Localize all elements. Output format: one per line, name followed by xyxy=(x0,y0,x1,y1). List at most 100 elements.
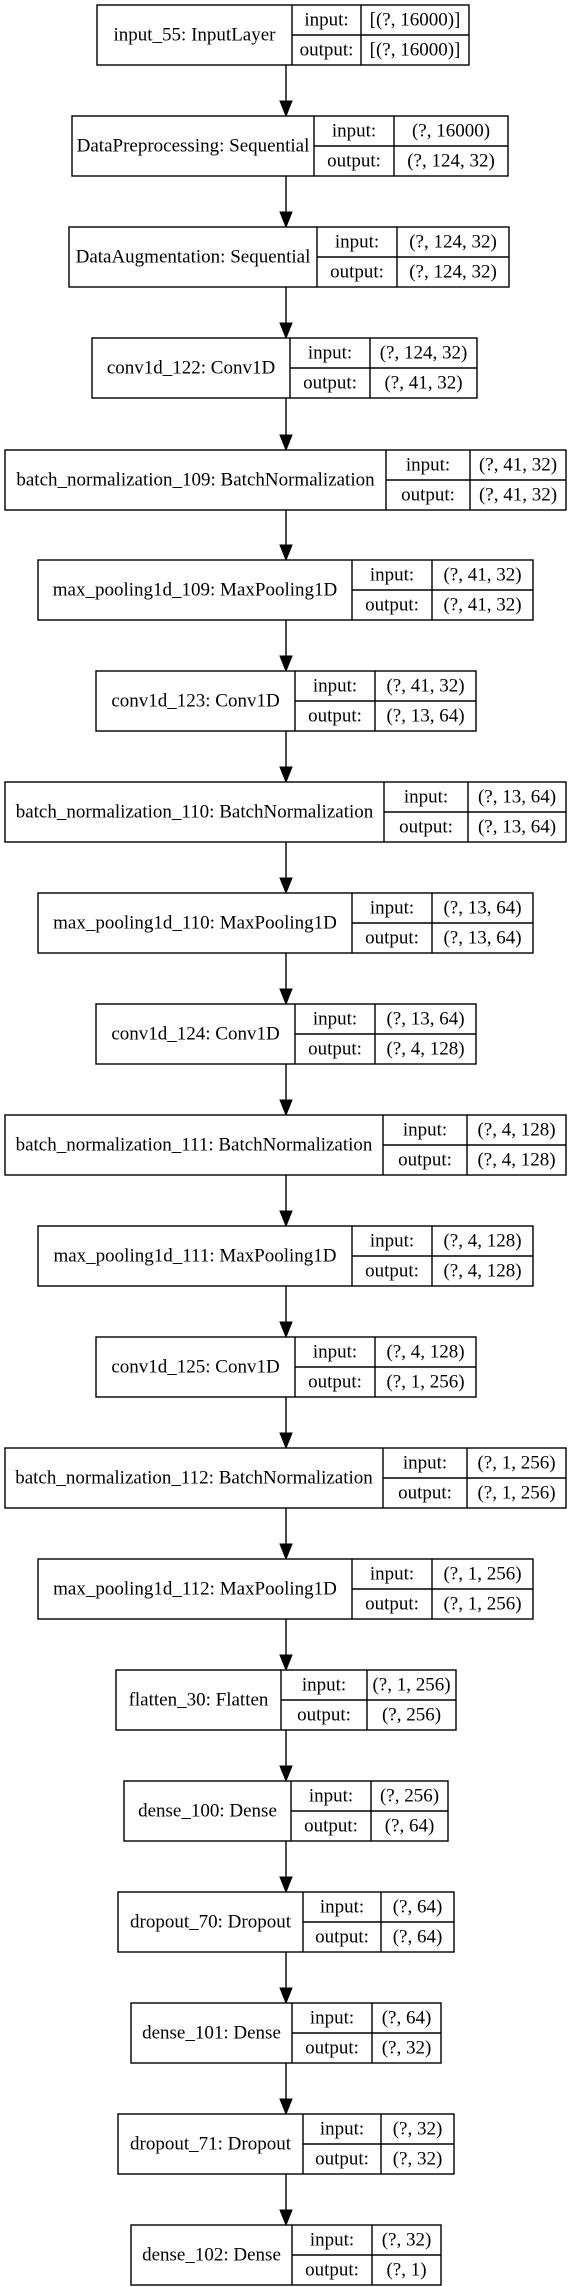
arrowhead-icon xyxy=(279,2098,293,2116)
arrowhead-icon xyxy=(279,1432,293,1450)
input-port-label: input: xyxy=(320,2119,364,2140)
edge-arrow xyxy=(279,287,293,340)
input-shape: (?, 64) xyxy=(382,2008,432,2029)
input-port-label: input: xyxy=(309,1786,353,1807)
layer-node-batch-normalization-112: batch_normalization_112: BatchNormalizat… xyxy=(4,1447,567,1509)
edge-arrow xyxy=(279,1952,293,2005)
output-shape: [(?, 16000)] xyxy=(370,40,461,61)
layer-box xyxy=(4,1447,567,1509)
input-port-label: input: xyxy=(304,10,348,31)
input-port-label: input: xyxy=(403,1453,447,1474)
layer-name: dense_100: Dense xyxy=(138,1801,277,1822)
output-port-label: output: xyxy=(365,1261,419,1282)
layer-name: batch_normalization_111: BatchNormalizat… xyxy=(16,1135,373,1156)
edge-arrow xyxy=(279,1064,293,1117)
layer-name: DataAugmentation: Sequential xyxy=(76,247,311,268)
arrowhead-icon xyxy=(279,2209,293,2227)
input-shape: (?, 13, 64) xyxy=(478,787,556,808)
input-shape: (?, 16000) xyxy=(412,121,490,142)
output-port-label: output: xyxy=(308,706,362,727)
input-port-label: input: xyxy=(313,1009,357,1030)
output-shape: (?, 13, 64) xyxy=(478,817,556,838)
output-shape: (?, 124, 32) xyxy=(409,262,497,283)
input-shape: (?, 41, 32) xyxy=(479,455,557,476)
edge-arrow xyxy=(279,1619,293,1672)
input-port-label: input: xyxy=(308,343,352,364)
output-shape: (?, 64) xyxy=(385,1816,435,1837)
input-shape: (?, 124, 32) xyxy=(380,343,468,364)
output-port-label: output: xyxy=(300,40,354,61)
layer-node-max-pooling1d-111: max_pooling1d_111: MaxPooling1Dinput:out… xyxy=(37,1225,534,1287)
layer-name: batch_normalization_110: BatchNormalizat… xyxy=(16,802,374,823)
layer-name: max_pooling1d_112: MaxPooling1D xyxy=(53,1579,337,1600)
edge-arrow xyxy=(279,176,293,229)
layer-name: input_55: InputLayer xyxy=(114,25,277,46)
output-shape: (?, 13, 64) xyxy=(386,706,464,727)
edge-arrow xyxy=(279,842,293,895)
output-shape: (?, 256) xyxy=(382,1705,441,1726)
layer-name: conv1d_124: Conv1D xyxy=(111,1024,279,1045)
input-shape: (?, 4, 128) xyxy=(477,1120,555,1141)
edge-arrow xyxy=(279,1730,293,1783)
output-port-label: output: xyxy=(399,817,453,838)
output-port-label: output: xyxy=(398,1483,452,1504)
arrowhead-icon xyxy=(279,1765,293,1783)
output-port-label: output: xyxy=(297,1705,351,1726)
input-shape: (?, 13, 64) xyxy=(443,898,521,919)
arrowhead-icon xyxy=(279,434,293,452)
arrowhead-icon xyxy=(279,1210,293,1228)
layer-node-max-pooling1d-109: max_pooling1d_109: MaxPooling1Dinput:out… xyxy=(37,559,534,621)
input-shape: (?, 64) xyxy=(393,1897,443,1918)
input-port-label: input: xyxy=(332,121,376,142)
output-shape: (?, 124, 32) xyxy=(407,151,495,172)
arrowhead-icon xyxy=(279,100,293,118)
layer-node-batch-normalization-111: batch_normalization_111: BatchNormalizat… xyxy=(4,1114,567,1176)
output-port-label: output: xyxy=(330,262,384,283)
output-shape: (?, 64) xyxy=(393,1927,443,1948)
arrowhead-icon xyxy=(279,1321,293,1339)
layer-name: flatten_30: Flatten xyxy=(129,1690,269,1711)
layer-name: max_pooling1d_109: MaxPooling1D xyxy=(53,580,337,601)
output-shape: (?, 1, 256) xyxy=(477,1483,555,1504)
input-port-label: input: xyxy=(406,455,450,476)
input-shape: (?, 13, 64) xyxy=(386,1009,464,1030)
input-port-label: input: xyxy=(320,1897,364,1918)
arrowhead-icon xyxy=(279,1654,293,1672)
arrowhead-icon xyxy=(279,877,293,895)
layer-name: dense_102: Dense xyxy=(142,2245,281,2266)
input-port-label: input: xyxy=(370,1564,414,1585)
input-shape: (?, 41, 32) xyxy=(386,676,464,697)
layer-node-datapreprocessing: DataPreprocessing: Sequentialinput:outpu… xyxy=(71,115,509,177)
input-port-label: input: xyxy=(302,1675,346,1696)
output-port-label: output: xyxy=(304,1816,358,1837)
arrowhead-icon xyxy=(279,1876,293,1894)
output-shape: (?, 4, 128) xyxy=(443,1261,521,1282)
output-port-label: output: xyxy=(305,2260,359,2281)
layer-name: max_pooling1d_111: MaxPooling1D xyxy=(53,1246,336,1267)
layer-name: batch_normalization_109: BatchNormalizat… xyxy=(16,470,375,491)
input-shape: (?, 1, 256) xyxy=(372,1675,450,1696)
layer-node-max-pooling1d-110: max_pooling1d_110: MaxPooling1Dinput:out… xyxy=(37,892,534,954)
edge-arrow xyxy=(279,398,293,452)
output-shape: (?, 32) xyxy=(382,2038,432,2059)
edge-arrow xyxy=(279,2063,293,2116)
output-port-label: output: xyxy=(365,928,419,949)
output-port-label: output: xyxy=(315,1927,369,1948)
layer-name: conv1d_125: Conv1D xyxy=(111,1357,279,1378)
output-port-label: output: xyxy=(401,485,455,506)
input-port-label: input: xyxy=(335,232,379,253)
input-shape: (?, 41, 32) xyxy=(443,565,521,586)
arrowhead-icon xyxy=(279,1099,293,1117)
output-port-label: output: xyxy=(315,2149,369,2170)
input-shape: (?, 256) xyxy=(380,1786,439,1807)
input-shape: (?, 4, 128) xyxy=(386,1342,464,1363)
edge-arrow xyxy=(279,1397,293,1450)
arrowhead-icon xyxy=(279,544,293,562)
input-port-label: input: xyxy=(310,2008,354,2029)
arrowhead-icon xyxy=(279,1987,293,2005)
